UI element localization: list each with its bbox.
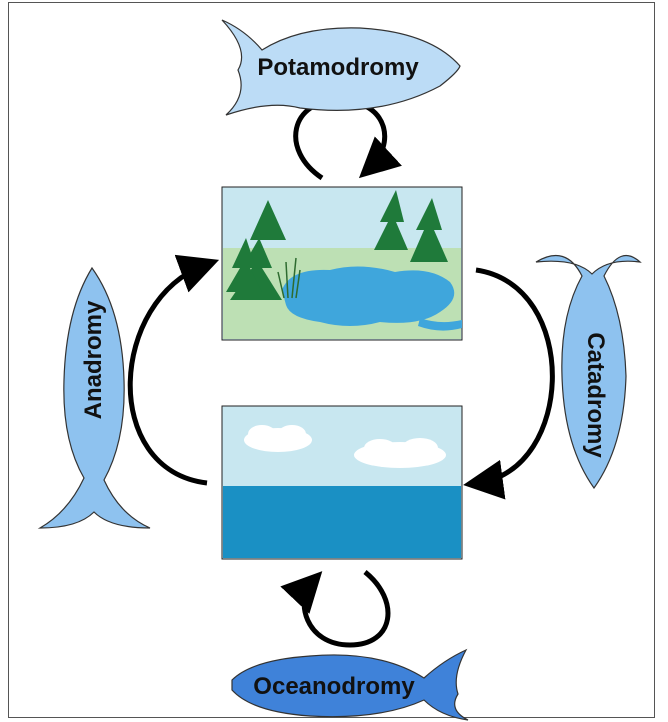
reeds (277, 257, 301, 299)
freshwater-scene (221, 186, 463, 341)
potamodromy-label: Potamodromy (257, 54, 419, 81)
fish-catadromy: Catadromy (535, 254, 642, 490)
potamodromy-shape (221, 19, 461, 116)
fish-potamodromy: Potamodromy (221, 19, 461, 116)
ocean-scene (221, 405, 463, 560)
catadromy-arrow (463, 267, 555, 500)
oceanodromy-shape (231, 648, 469, 721)
ocean-water (223, 486, 461, 558)
catadromy-label: Catadromy (582, 332, 609, 458)
fish-anadromy: Anadromy (37, 266, 151, 529)
clouds (244, 425, 446, 468)
lake (282, 266, 455, 326)
oceanodromy-loop-arrow (280, 570, 391, 648)
anadromy-arrow (127, 254, 220, 486)
catadromy-shape (535, 254, 642, 490)
potamodromy-loop-arrow (293, 97, 402, 181)
fish-oceanodromy: Oceanodromy (231, 648, 469, 721)
migration-arrows (127, 97, 555, 648)
trees (226, 190, 448, 300)
anadromy-label: Anadromy (80, 300, 107, 419)
anadromy-shape (37, 266, 151, 529)
oceanodromy-label: Oceanodromy (253, 673, 415, 700)
stream (418, 318, 462, 331)
